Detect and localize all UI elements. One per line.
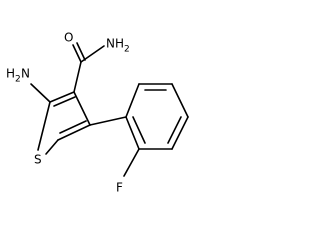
carbonyl-bond-2 bbox=[76, 42, 86, 61]
amino-subscript: 2 bbox=[15, 75, 21, 85]
phenyl-inner-bond-2 bbox=[167, 116, 182, 144]
bond-group bbox=[30, 42, 189, 177]
thiophene-c3-c4-bond bbox=[73, 91, 91, 126]
thiophene-c5-s-bond bbox=[45, 139, 59, 155]
phenyl-inner-bond-3 bbox=[132, 116, 146, 144]
phenyl-bond-4 bbox=[171, 116, 189, 150]
thiophene-s-c2-bond bbox=[37, 101, 51, 151]
carbonyl-to-ring-bond bbox=[73, 61, 82, 93]
carbonyl-to-amide-bond bbox=[80, 45, 105, 63]
phenyl-bond-1 bbox=[125, 83, 140, 118]
amino-to-ring-bond bbox=[30, 83, 51, 103]
thiophene-c2-c3-inner-bond bbox=[53, 96, 76, 107]
fluorine-label: F bbox=[116, 181, 123, 195]
phenyl-bond-3 bbox=[171, 83, 189, 118]
thiophene-c2-c3-bond bbox=[49, 91, 75, 103]
fluorine-bond bbox=[123, 148, 140, 177]
atom-label-group: O NH 2 H 2 N S F bbox=[6, 31, 130, 195]
thiophene-c4-c5-inner-bond bbox=[59, 120, 87, 134]
chemical-structure-diagram: O NH 2 H 2 N S F bbox=[6, 31, 189, 195]
sulfur-label: S bbox=[34, 153, 42, 167]
amide-nitrogen-subscript: 2 bbox=[124, 45, 130, 55]
amino-n-label: N bbox=[21, 67, 30, 81]
amino-h-label: H bbox=[6, 67, 15, 81]
thiophene-to-phenyl-bond bbox=[89, 116, 127, 126]
thiophene-c4-c5-bond bbox=[57, 124, 91, 141]
amide-nitrogen-label: NH bbox=[106, 37, 124, 51]
oxygen-label: O bbox=[64, 31, 73, 45]
phenyl-bond-6 bbox=[125, 116, 140, 150]
carbonyl-bond-1 bbox=[72, 44, 82, 63]
